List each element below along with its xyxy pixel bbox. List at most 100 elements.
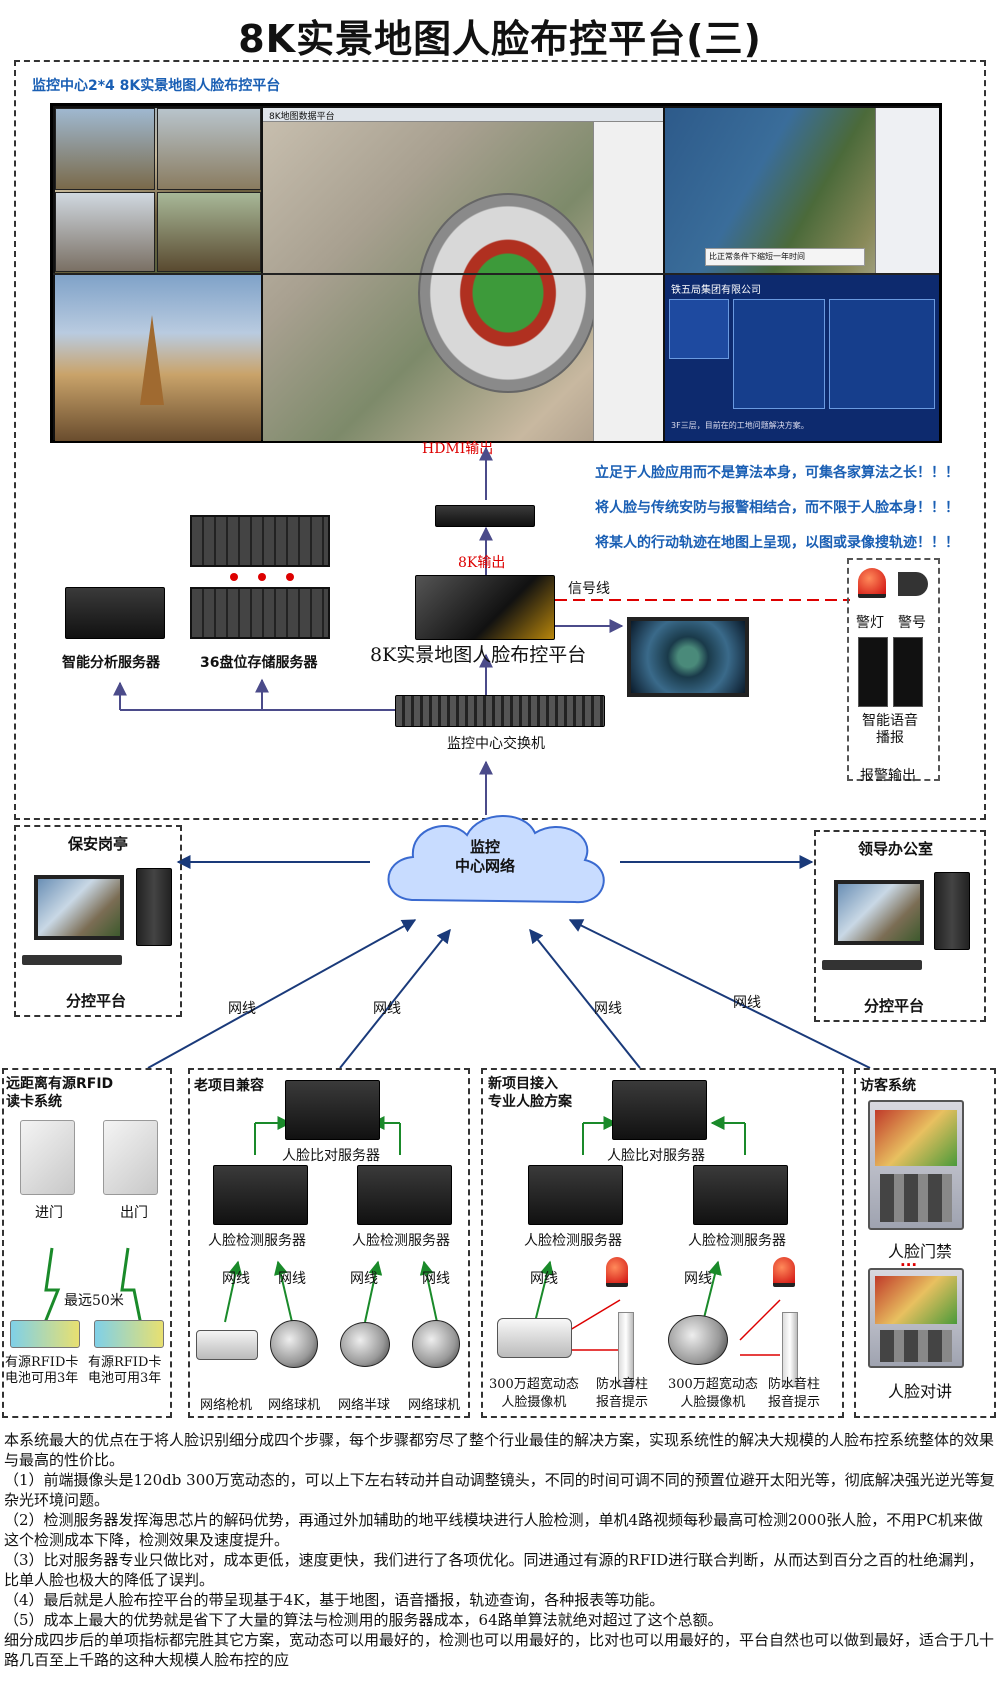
- new-detect-label-2: 人脸检测服务器: [688, 1233, 786, 1249]
- storage-server-label: 36盘位存储服务器: [200, 655, 318, 671]
- video-wall: 8K地图数据平台 比正常条件下缩短一年时间 铁五局集团有限公司 3F三层，目前在…: [50, 103, 942, 443]
- face-door-label: 人脸门禁: [888, 1242, 953, 1261]
- slogan-3: 将某人的行动轨迹在地图上呈现，以图或录像搜轨迹！！！: [595, 535, 959, 551]
- office-keyboard: [822, 960, 922, 970]
- rfid-card-1: [10, 1320, 80, 1348]
- booth-subplatform-label: 分控平台: [66, 992, 127, 1010]
- cam-label-new-3: 300万超宽动态 人脸摄像机: [668, 1377, 758, 1410]
- new-compare-server: [612, 1080, 707, 1140]
- net-line-label-4: 网线: [733, 995, 761, 1011]
- description-text: 本系统最大的优点在于将人脸识别细分成四个步骤，每个步骤都穷尽了整个行业最佳的解决…: [4, 1430, 996, 1670]
- old-net-label-1: 网线: [222, 1271, 250, 1287]
- hdmi-output-label: HDMI输出: [422, 441, 494, 457]
- old-project-label: 老项目兼容: [194, 1078, 264, 1094]
- rfid-system-label: 远距离有源RFID 读卡系统: [6, 1076, 114, 1110]
- office-subplatform-label: 分控平台: [864, 997, 925, 1015]
- half-dome-camera: [340, 1322, 390, 1367]
- security-booth-box: [14, 825, 182, 1017]
- new-project-box: [481, 1068, 844, 1418]
- face-camera-2: [668, 1315, 728, 1365]
- smart-server-label: 智能分析服务器: [62, 655, 160, 671]
- dome-camera-2: [412, 1320, 460, 1368]
- speaker-left: [858, 637, 888, 707]
- face-camera-1: [497, 1318, 572, 1358]
- eight-k-output-label: 8K输出: [458, 555, 506, 571]
- face-door-device: [868, 1100, 964, 1230]
- monitor-center-label: 监控中心2*4 8K实景地图人脸布控平台: [32, 78, 281, 94]
- wall-panel-satellite: 比正常条件下缩短一年时间: [665, 108, 939, 273]
- cam-label-new-4: 防水音柱 报音提示: [768, 1377, 821, 1410]
- new-project-label: 新项目接入 专业人脸方案: [488, 1076, 572, 1110]
- old-net-label-2: 网线: [278, 1271, 306, 1287]
- rfid-card-2: [94, 1320, 164, 1348]
- new-detect-server-1: [528, 1165, 623, 1225]
- old-detect-server-1: [213, 1165, 308, 1225]
- dashboard-company: 铁五局集团有限公司: [671, 285, 761, 296]
- wall-panel-dashboard: 铁五局集团有限公司 3F三层，目前在的工地问题解决方案。: [665, 275, 939, 441]
- network-cloud: [375, 805, 615, 920]
- alarm-light-label: 警灯: [856, 615, 884, 631]
- map-window-title: 8K地图数据平台: [269, 112, 335, 122]
- visitor-system-label: 访客系统: [860, 1078, 916, 1094]
- exit-label: 出门: [120, 1205, 148, 1221]
- platform-host: [415, 575, 555, 640]
- visitor-system-box: [854, 1068, 996, 1418]
- old-detect-server-2: [357, 1165, 452, 1225]
- new-detect-label-1: 人脸检测服务器: [524, 1233, 622, 1249]
- rfid-system-box: [2, 1068, 172, 1418]
- hdmi-splitter: [435, 505, 535, 527]
- rfid-card-caption-2: 有源RFID卡 电池可用3年: [88, 1355, 162, 1386]
- description-para-6: 细分成四步后的单项指标都完胜其它方案，宽动态可以用最好的，检测也可以用最好的，比…: [4, 1631, 995, 1669]
- display-tv: [627, 617, 749, 697]
- rfid-reader-exit: [103, 1120, 158, 1195]
- cam-label-new-2: 防水音柱 报音提示: [596, 1377, 649, 1410]
- slogan-1: 立足于人脸应用而不是算法本身，可集各家算法之长！！！: [595, 465, 959, 481]
- dome-camera-1: [270, 1320, 318, 1368]
- net-line-label-3: 网线: [594, 1001, 622, 1017]
- slogan-2: 将人脸与传统安防与报警相结合，而不限于人脸本身！！！: [595, 500, 959, 516]
- storage-rack-top: [190, 515, 330, 567]
- security-booth-label: 保安岗亭: [68, 835, 129, 853]
- face-intercom-device: [868, 1268, 964, 1368]
- booth-keyboard: [22, 955, 122, 965]
- cam-label-old-4: 网络球机: [408, 1398, 461, 1413]
- description-para-3: （3）比对服务器专业只做比对，成本更低，速度更快，我们进行了各项优化。同进通过有…: [4, 1551, 984, 1589]
- sound-column-1: [618, 1312, 634, 1387]
- description-para-5: （5）成本上最大的优势就是省下了大量的算法与检测用的服务器成本，64路单算法就绝…: [4, 1611, 723, 1629]
- voice-broadcast-label: 智能语音 播报: [862, 713, 918, 746]
- dashboard-footer: 3F三层，目前在的工地问题解决方案。: [671, 421, 809, 430]
- net-line-label-1: 网线: [228, 1001, 256, 1017]
- max-distance-label: 最远50米: [64, 1293, 124, 1309]
- speaker-right: [893, 637, 923, 707]
- alarm-horn-label: 警号: [898, 615, 926, 631]
- new-compare-label: 人脸比对服务器: [607, 1148, 705, 1164]
- visitor-dots: ...: [900, 1252, 918, 1270]
- old-net-label-4: 网线: [422, 1271, 450, 1287]
- old-detect-label-1: 人脸检测服务器: [208, 1233, 306, 1249]
- old-compare-server: [285, 1080, 380, 1140]
- cam-label-old-1: 网络枪机: [200, 1398, 253, 1413]
- wall-panel-construction: [55, 108, 261, 273]
- description-para-4: （4）最后就是人脸布控平台的带呈现基于4K，基于地图，语音播报，轨迹查询，各种报…: [4, 1591, 665, 1609]
- center-switch: [395, 695, 605, 727]
- new-net-label-1: 网线: [530, 1271, 558, 1287]
- new-net-label-2: 网线: [684, 1271, 712, 1287]
- description-para-2: （2）检测服务器发挥海思芯片的解码优势，再通过外加辅助的地平线模块进行人脸检测，…: [4, 1511, 983, 1549]
- cam-label-old-2: 网络球机: [268, 1398, 321, 1413]
- entrance-label: 进门: [35, 1205, 63, 1221]
- rfid-card-caption-1: 有源RFID卡 电池可用3年: [5, 1355, 79, 1386]
- network-cloud-label: 监控 中心网络: [455, 838, 516, 875]
- face-intercom-label: 人脸对讲: [888, 1382, 953, 1401]
- leader-office-box: [814, 830, 986, 1022]
- storage-rack-bottom: [190, 587, 330, 639]
- switch-label: 监控中心交换机: [447, 736, 545, 752]
- page-title: 8K实景地图人脸布控平台(三): [238, 17, 762, 61]
- smart-analysis-server: [65, 587, 165, 639]
- platform-label: 8K实景地图人脸布控平台: [370, 644, 587, 666]
- cam-label-new-1: 300万超宽动态 人脸摄像机: [489, 1377, 579, 1410]
- old-detect-label-2: 人脸检测服务器: [352, 1233, 450, 1249]
- old-compare-label: 人脸比对服务器: [282, 1148, 380, 1164]
- alarm-light-new-1: [606, 1257, 628, 1287]
- alarm-horn-icon: [898, 572, 928, 596]
- booth-pc-tower: [136, 868, 172, 946]
